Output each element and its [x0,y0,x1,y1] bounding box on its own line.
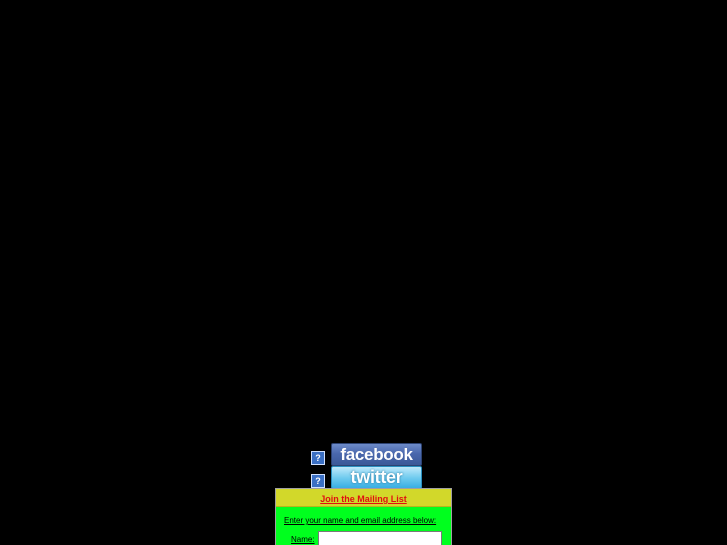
mailing-list-box: Join the Mailing List Enter your name an… [275,488,452,545]
mailing-list-header: Join the Mailing List [276,489,451,507]
facebook-row: ? facebook [311,443,422,466]
name-label: Name: [291,534,315,544]
broken-image-icon: ? [311,473,325,488]
twitter-button[interactable]: twitter [331,466,422,489]
mailing-list-instructions: Enter your name and email address below: [284,516,437,525]
join-mailing-list-link[interactable]: Join the Mailing List [320,494,407,504]
name-input[interactable] [317,531,442,545]
facebook-button[interactable]: facebook [331,443,422,466]
name-row: Name: [291,531,451,545]
broken-image-icon: ? [311,450,325,465]
twitter-row: ? twitter [311,466,422,489]
